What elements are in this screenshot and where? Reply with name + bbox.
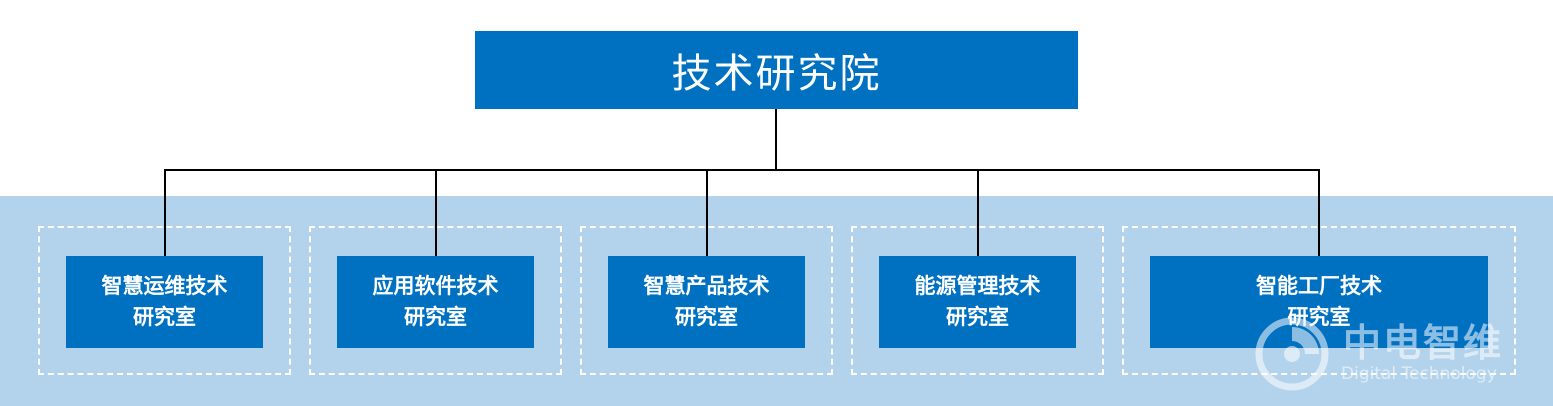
department-node-2: 应用软件技术 研究室 <box>337 256 534 348</box>
department-label-line2: 研究室 <box>404 305 467 329</box>
department-label-line1: 应用软件技术 <box>372 274 499 298</box>
root-node-label: 技术研究院 <box>671 51 882 97</box>
department-label-line2: 研究室 <box>133 305 196 329</box>
branch-connector-3 <box>706 169 708 257</box>
department-node-4: 能源管理技术 研究室 <box>879 256 1076 348</box>
department-label-line2: 研究室 <box>675 305 738 329</box>
root-node: 技术研究院 <box>475 31 1078 109</box>
department-label-line1: 能源管理技术 <box>914 274 1041 298</box>
department-label-line2: 研究室 <box>1287 305 1351 329</box>
branch-connector-4 <box>977 169 979 257</box>
department-label-line1: 智慧产品技术 <box>643 274 770 298</box>
department-node-5: 智能工厂技术 研究室 <box>1150 256 1488 348</box>
department-node-3: 智慧产品技术 研究室 <box>608 256 805 348</box>
department-label-line1: 智慧运维技术 <box>101 274 228 298</box>
branch-connector-5 <box>1318 169 1320 257</box>
branch-connector-2 <box>435 169 437 257</box>
department-node-1: 智慧运维技术 研究室 <box>66 256 263 348</box>
horizontal-connector <box>164 169 1320 171</box>
branch-connector-1 <box>164 169 166 257</box>
department-label-line2: 研究室 <box>946 305 1009 329</box>
root-connector <box>775 109 777 170</box>
department-label-line1: 智能工厂技术 <box>1256 274 1382 298</box>
